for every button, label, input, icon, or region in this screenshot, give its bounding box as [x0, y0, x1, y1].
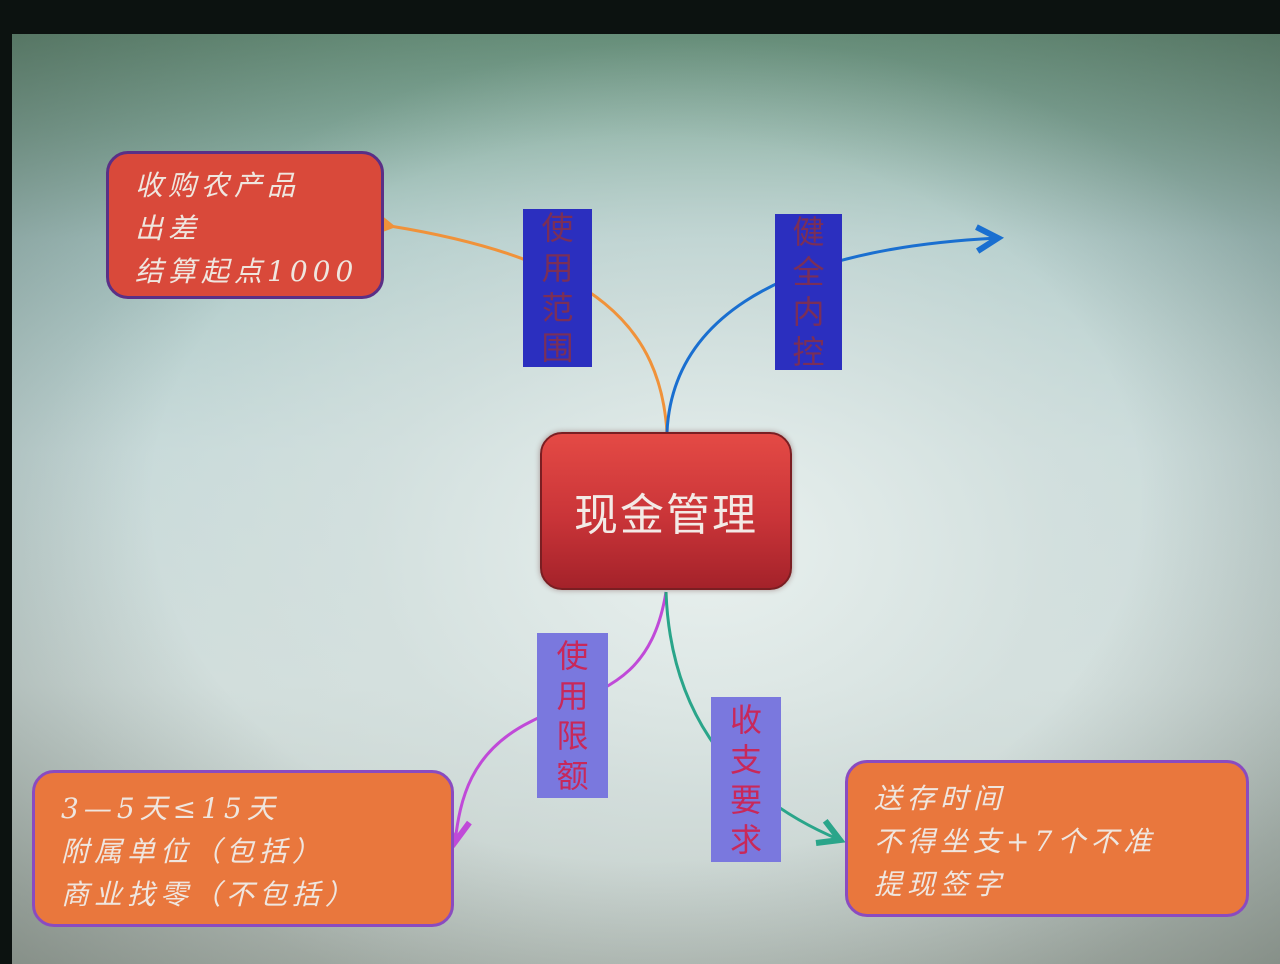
label-char: 用 [541, 249, 574, 287]
branch-usage-limit-connector [455, 591, 668, 842]
branch-receipt-requirements-connector [664, 591, 840, 840]
branch-label-internal-control[interactable]: 健 全 内 控 [775, 213, 842, 371]
label-char: 全 [792, 253, 825, 291]
label-char: 额 [556, 756, 589, 795]
node-line: 附属单位（包括） [61, 835, 326, 868]
label-char: 支 [729, 740, 762, 779]
branch-usage-scope-connector [390, 226, 669, 433]
node-line: 收购农产品 [135, 169, 301, 202]
central-topic-title: 现金管理 [574, 490, 758, 541]
node-line: 出差 [135, 212, 202, 245]
label-char: 收 [729, 700, 762, 739]
branch-label-receipt-requirements[interactable]: 收 支 要 求 [711, 697, 781, 862]
node-line: 送存时间 [874, 782, 1007, 815]
branch-internal-control-connector [665, 238, 998, 433]
usage-scope-detail-node[interactable]: 收购农产品 出差 结算起点1000 [106, 151, 384, 299]
branch-label-usage-scope[interactable]: 使 用 范 围 [523, 209, 592, 367]
node-line: 提现签字 [874, 868, 1007, 901]
label-char: 使 [556, 636, 589, 675]
node-line: 结算起点1000 [135, 255, 359, 288]
label-char: 内 [792, 293, 825, 331]
label-char: 使 [541, 209, 574, 247]
label-char: 围 [541, 329, 574, 367]
label-char: 要 [729, 780, 762, 819]
node-line: 商业找零（不包括） [61, 878, 359, 911]
node-line: 3—5天≤15天 [61, 792, 280, 825]
label-char: 求 [729, 820, 762, 859]
label-char: 健 [792, 213, 825, 251]
usage-limit-detail-node[interactable]: 3—5天≤15天 附属单位（包括） 商业找零（不包括） [32, 770, 454, 927]
label-char: 用 [556, 676, 589, 715]
label-char: 范 [541, 289, 574, 327]
branch-label-usage-limit[interactable]: 使 用 限 额 [537, 633, 608, 798]
label-char: 限 [556, 716, 589, 755]
receipt-requirements-detail-node[interactable]: 送存时间 不得坐支+7个不准 提现签字 [845, 760, 1249, 917]
central-topic-node[interactable]: 现金管理 [540, 432, 792, 590]
node-line: 不得坐支+7个不准 [874, 825, 1157, 858]
label-char: 控 [792, 333, 825, 371]
